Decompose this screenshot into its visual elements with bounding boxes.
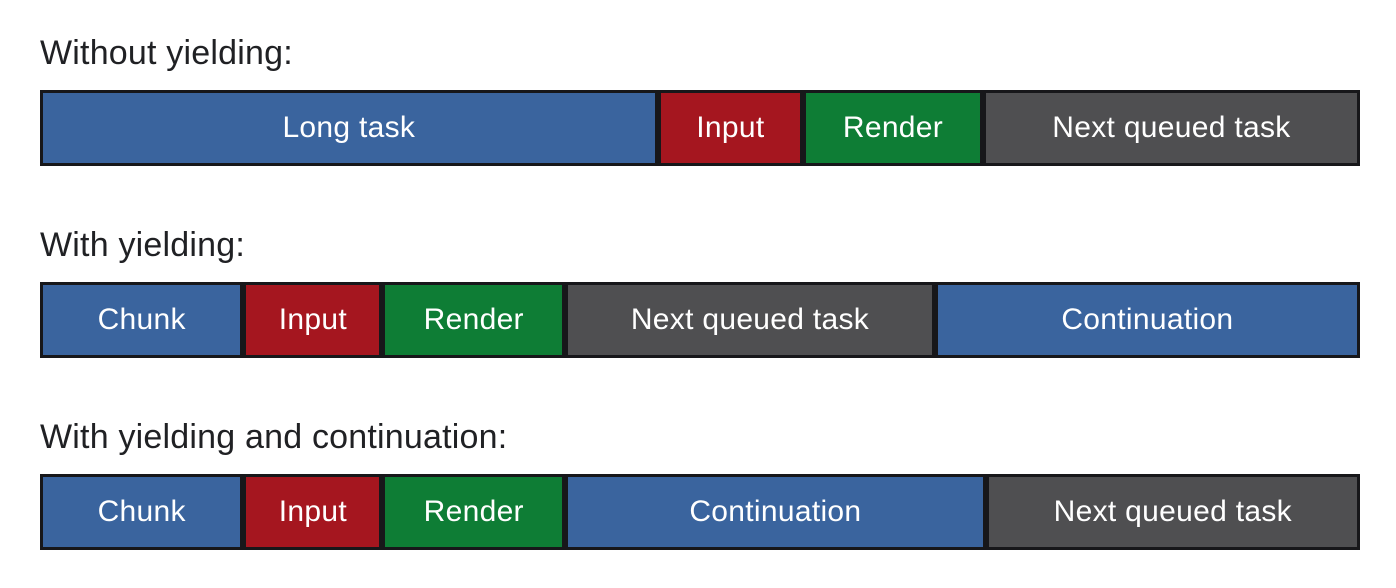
task-block-render: Render <box>382 282 566 358</box>
task-block-next-queued-task: Next queued task <box>565 282 935 358</box>
task-block-continuation: Continuation <box>934 282 1360 358</box>
task-block-next-queued-task: Next queued task <box>982 90 1360 166</box>
task-block-continuation: Continuation <box>565 474 986 550</box>
section-heading-without-yielding: Without yielding: <box>40 34 293 72</box>
section-heading-with-yielding: With yielding: <box>40 226 245 264</box>
task-block-long-task: Long task <box>40 90 658 166</box>
task-block-input: Input <box>657 90 804 166</box>
task-block-input: Input <box>243 474 383 550</box>
task-block-next-queued-task: Next queued task <box>985 474 1360 550</box>
task-block-render: Render <box>803 90 983 166</box>
section-heading-with-yielding-and-continuation: With yielding and continuation: <box>40 418 508 456</box>
task-block-input: Input <box>243 282 383 358</box>
task-block-chunk: Chunk <box>40 282 244 358</box>
task-block-render: Render <box>382 474 566 550</box>
task-block-chunk: Chunk <box>40 474 244 550</box>
